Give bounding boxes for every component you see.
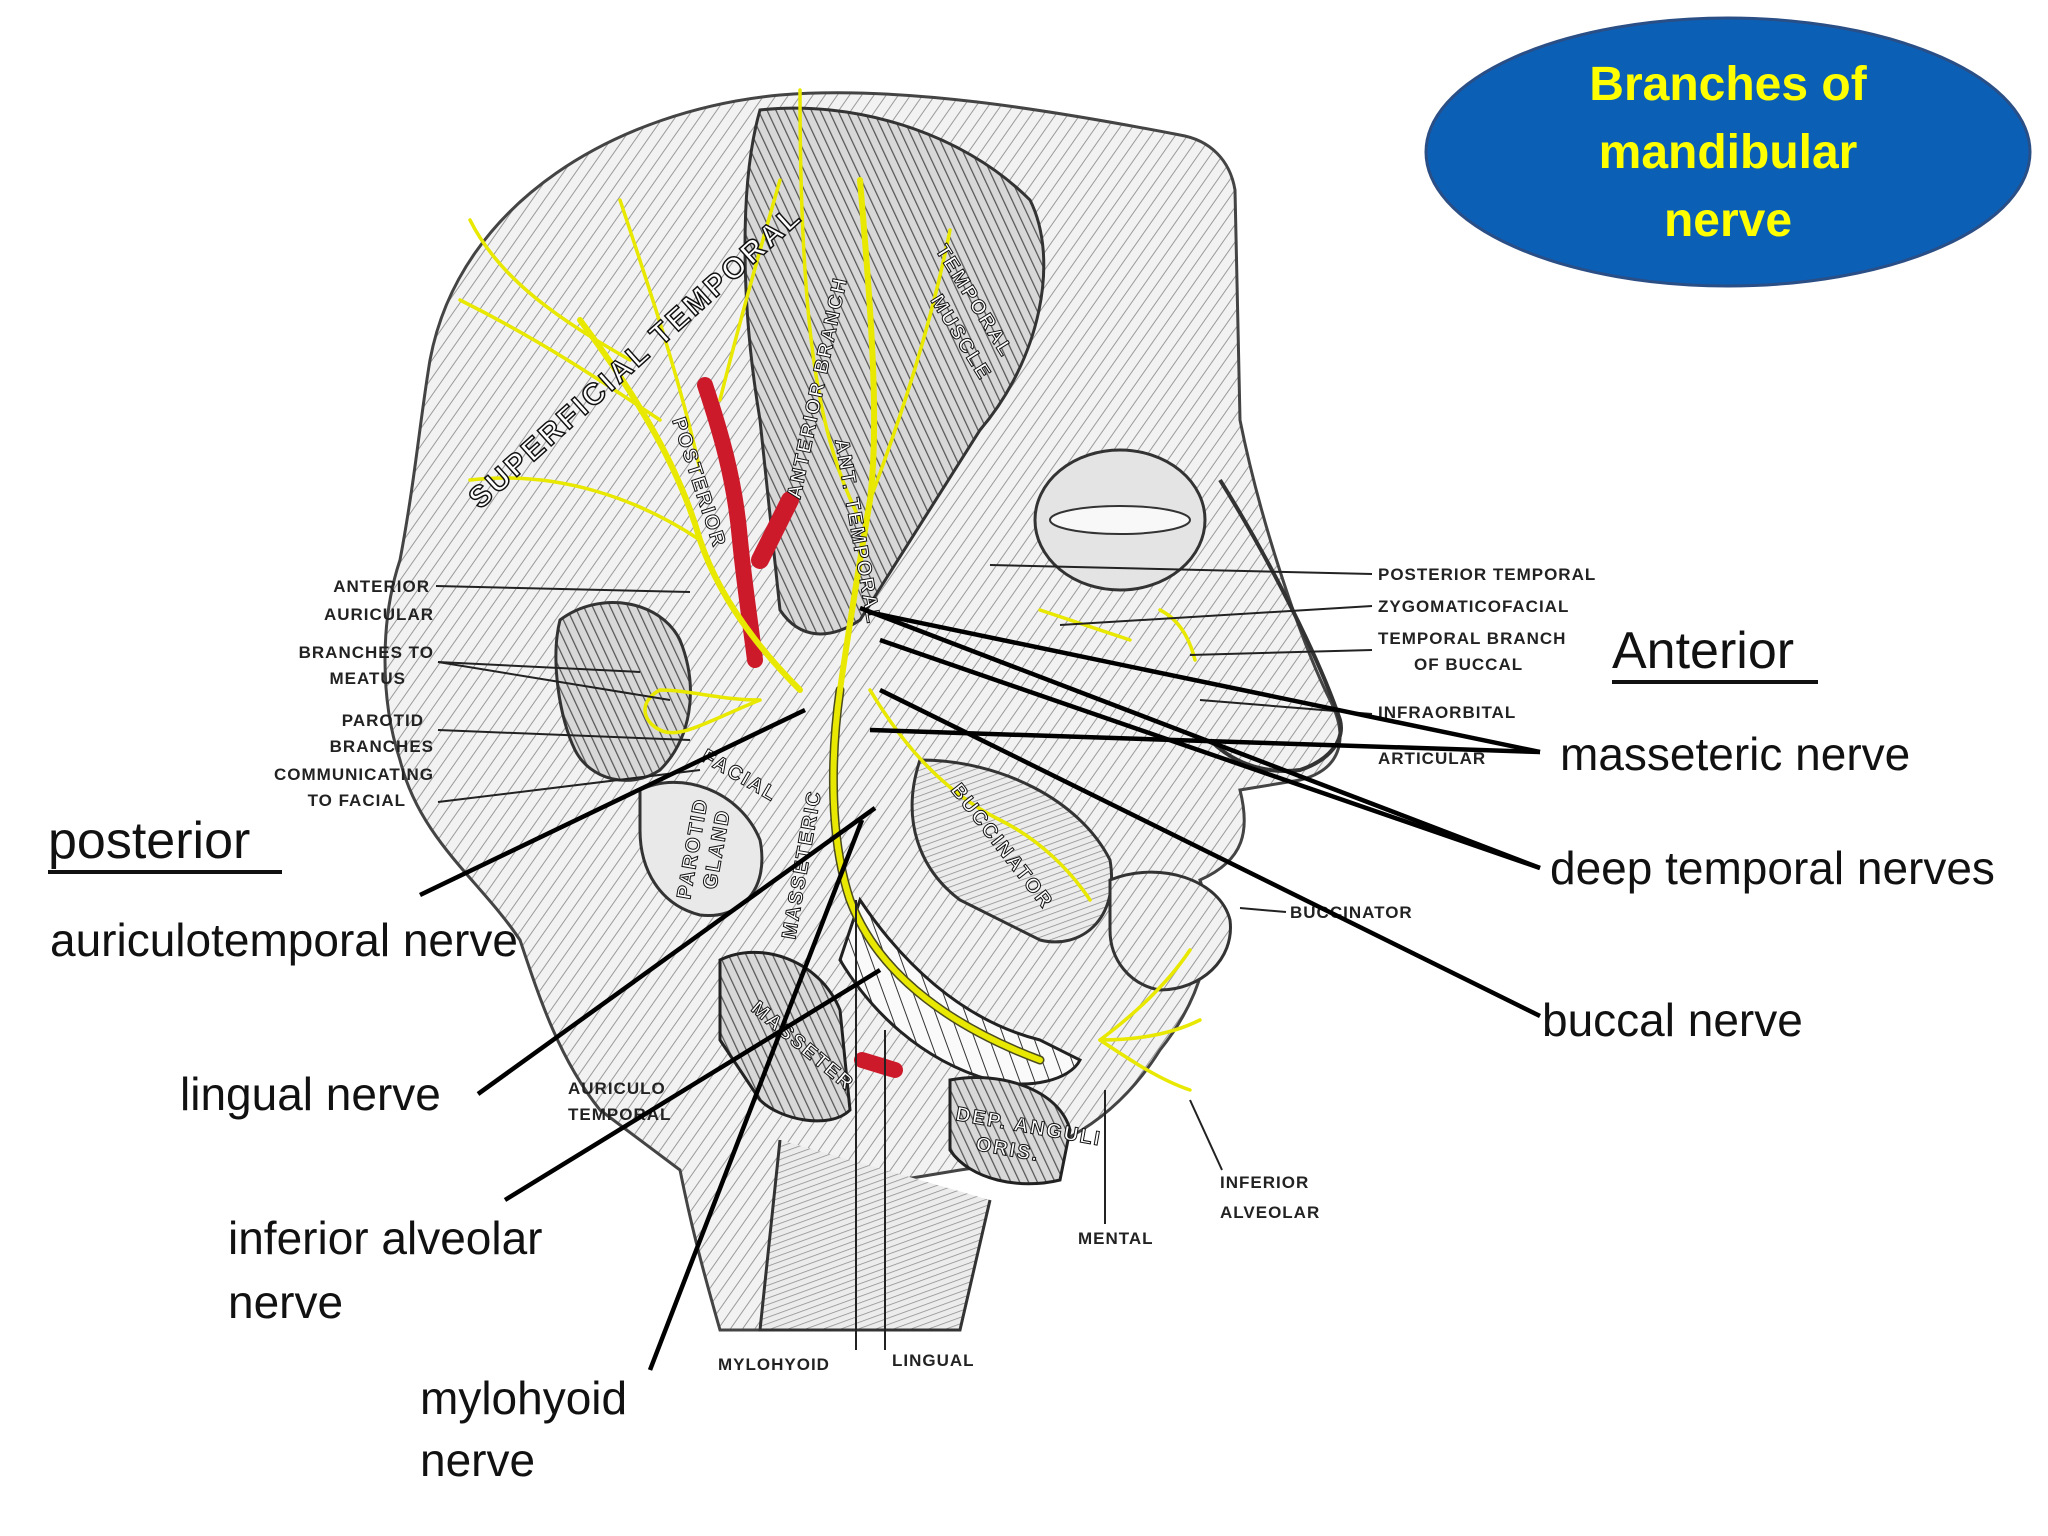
label-mental: MENTAL	[1078, 1229, 1154, 1248]
buccinator-muscle	[910, 758, 1113, 944]
leader-masseteric	[867, 609, 1541, 755]
label-branches-to-2: MEATUS	[329, 669, 406, 688]
label-anterior-auricular-1: ANTERIOR	[333, 577, 430, 596]
label-lingual-small: LINGUAL	[892, 1351, 975, 1370]
temporal-muscle	[743, 106, 1046, 636]
label-auriculo-1: AURICULO	[568, 1079, 666, 1098]
neck-region	[758, 1139, 992, 1332]
leader-auriculotemporal	[419, 707, 806, 898]
title-line-1: Branches of	[1589, 58, 1867, 111]
lingual-nerve-label: lingual nerve	[180, 1068, 441, 1120]
label-inferior-alveolar-s2: ALVEOLAR	[1220, 1203, 1320, 1222]
title-line-2: mandibular	[1599, 126, 1858, 179]
label-communicating-2: TO FACIAL	[308, 791, 406, 810]
label-auriculo-2: TEMPORAL	[568, 1105, 671, 1124]
title-ellipse	[1424, 16, 2032, 288]
label-parotid-2: BRANCHES	[330, 737, 434, 756]
superficial-temporal-artery	[697, 377, 763, 668]
label-buccinator-small: BUCCINATOR	[1290, 903, 1413, 922]
label-parotid-1: PAROTID	[342, 711, 424, 730]
label-inferior-alveolar-s1: INFERIOR	[1220, 1173, 1309, 1192]
masseter-muscle	[718, 950, 852, 1123]
scalp-region	[383, 91, 1342, 1332]
annotation-leaders	[419, 605, 1541, 1371]
leader-lingual	[476, 806, 877, 1096]
buccal-nerve-label: buccal nerve	[1542, 994, 1803, 1046]
inferior-alveolar-label-1: inferior alveolar	[228, 1212, 542, 1264]
small-labels-left: ANTERIOR AURICULAR BRANCHES TO MEATUS PA…	[274, 577, 701, 810]
depressor-anguli-oris	[948, 1075, 1072, 1186]
label-posterior-temporal: POSTERIOR TEMPORAL	[1378, 565, 1596, 584]
auriculotemporal-nerve-label: auriculotemporal nerve	[50, 914, 518, 966]
artery-stub	[854, 1052, 903, 1078]
deep-temporal-nerves-label: deep temporal nerves	[1550, 842, 1995, 894]
label-temporal-branch-2: OF BUCCAL	[1414, 655, 1523, 674]
small-labels-right: POSTERIOR TEMPORAL ZYGOMATICOFACIAL TEMP…	[568, 564, 1596, 1374]
label-communicating-1: COMMUNICATING	[274, 765, 434, 784]
posterior-direction-label: posterior	[48, 812, 250, 870]
title-line-3: nerve	[1664, 194, 1792, 247]
title-badge: Branches of mandibular nerve	[1424, 16, 2032, 288]
inferior-alveolar-label-2: nerve	[228, 1276, 343, 1328]
leader-mylohyoid	[647, 819, 865, 1371]
nerve-branches	[458, 88, 1202, 1092]
label-infraorbital: INFRAORBITAL	[1378, 703, 1516, 722]
anterior-direction-label: Anterior	[1612, 622, 1794, 680]
masseteric-nerve-label: masseteric nerve	[1560, 728, 1910, 780]
mylohyoid-label-2: nerve	[420, 1434, 535, 1486]
label-zygomaticofacial: ZYGOMATICOFACIAL	[1378, 597, 1569, 616]
label-mylohyoid-small: MYLOHYOID	[718, 1355, 830, 1374]
mandible	[838, 896, 1083, 1086]
leader-buccal	[879, 687, 1541, 1019]
leader-inferior-alveolar	[503, 968, 882, 1202]
label-articular: ARTICULAR	[1378, 749, 1486, 768]
label-branches-to-1: BRANCHES TO	[299, 643, 434, 662]
head-illustration	[383, 88, 1343, 1332]
lips-region	[1108, 870, 1232, 992]
mylohyoid-label-1: mylohyoid	[420, 1372, 627, 1424]
label-temporal-branch-1: TEMPORAL BRANCH	[1378, 629, 1566, 648]
leader-deep-temporal	[859, 605, 1541, 871]
label-anterior-auricular-2: AURICULAR	[324, 605, 434, 624]
